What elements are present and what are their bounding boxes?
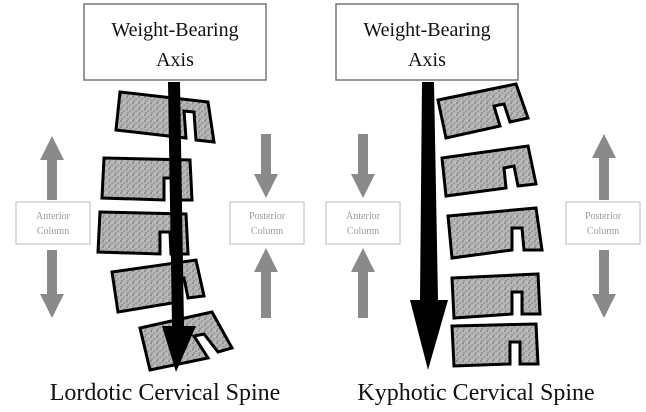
left-caption: Lordotic Cervical Spine (50, 380, 281, 406)
vertebra (448, 208, 542, 258)
left-posterior-line1: Posterior (249, 211, 286, 222)
vertebra (116, 92, 214, 142)
vertebra (438, 84, 528, 138)
left-anterior-line2: Column (37, 226, 69, 237)
right-axis-label-line2: Axis (408, 49, 446, 71)
lordotic-panel: Weight-Bearing Axis Anterior Column (16, 4, 304, 406)
right-vertebrae (438, 84, 542, 366)
left-posterior-label: Posterior Column (230, 202, 304, 244)
right-posterior-line2: Column (587, 226, 619, 237)
right-axis-label-line1: Weight-Bearing (363, 19, 490, 41)
left-axis-box: Weight-Bearing Axis (84, 4, 266, 80)
left-posterior-line2: Column (251, 226, 283, 237)
vertebra (452, 324, 538, 366)
right-anterior-line2: Column (347, 226, 379, 237)
right-axis-box: Weight-Bearing Axis (336, 4, 518, 80)
left-anterior-line1: Anterior (36, 211, 71, 222)
vertebra (452, 274, 540, 318)
right-caption: Kyphotic Cervical Spine (357, 380, 594, 406)
right-anterior-label: Anterior Column (326, 202, 400, 244)
right-posterior-label: Posterior Column (566, 202, 640, 244)
left-anterior-label: Anterior Column (16, 202, 90, 244)
vertebra (112, 260, 204, 312)
right-posterior-line1: Posterior (585, 211, 622, 222)
left-axis-label-line1: Weight-Bearing (111, 19, 238, 41)
kyphotic-panel: Weight-Bearing Axis Anterior Column (326, 4, 640, 406)
right-anterior-line1: Anterior (346, 211, 381, 222)
left-axis-label-line2: Axis (156, 49, 194, 71)
vertebra (442, 146, 536, 196)
